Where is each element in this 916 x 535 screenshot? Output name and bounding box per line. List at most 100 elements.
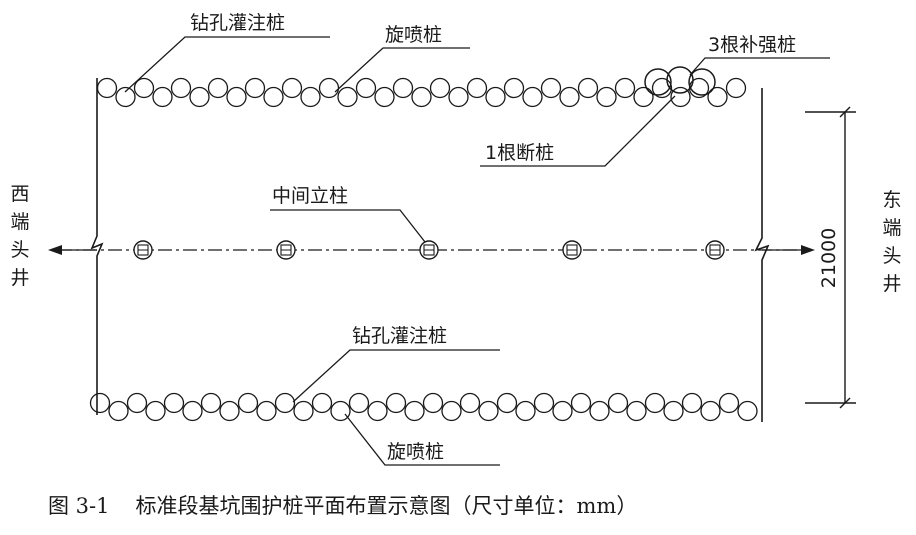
reinforce-pile-group: [644, 66, 716, 96]
leader-reinforce-piles: [689, 57, 830, 76]
dimension-value: 21000: [818, 228, 840, 288]
bored-pile: [311, 392, 333, 414]
jet-pile: [367, 400, 388, 422]
jet-pile: [337, 86, 358, 108]
bored-pile: [466, 77, 488, 99]
label-east-well: 东端头井: [882, 189, 901, 295]
bored-pile: [170, 77, 192, 99]
jet-pile: [737, 400, 758, 422]
bored-pile: [96, 77, 118, 99]
bored-pile: [681, 392, 703, 414]
west-wall-line: [90, 78, 104, 415]
bored-pile: [429, 77, 451, 99]
middle-column: [276, 240, 296, 260]
dimension-tick-top: [839, 106, 851, 118]
label-jet-pile-bottom: 旋喷桩: [387, 441, 444, 463]
jet-pile: [596, 86, 617, 108]
bored-pile: [126, 392, 148, 414]
bored-pile: [392, 77, 414, 99]
jet-pile: [522, 86, 543, 108]
leader-broken-pile: [480, 95, 676, 167]
bored-pile: [318, 77, 340, 99]
jet-pile: [478, 400, 499, 422]
bored-pile: [607, 392, 629, 414]
bored-pile: [281, 77, 303, 99]
bored-pile: [244, 77, 266, 99]
reinforce-pile: [644, 68, 672, 96]
bored-pile: [163, 392, 185, 414]
jet-pile: [441, 400, 462, 422]
top-pile-row: [96, 77, 747, 108]
reinforce-pile: [688, 68, 716, 96]
bored-pile: [200, 392, 222, 414]
label-reinforce-piles: 3根补强桩: [708, 34, 796, 56]
middle-column: [133, 240, 153, 260]
jet-pile: [145, 400, 166, 422]
label-bored-pile-top: 钻孔灌注桩: [190, 12, 285, 34]
bored-pile: [503, 77, 525, 99]
jet-pile: [189, 86, 210, 108]
middle-column: [705, 240, 725, 260]
middle-column: [419, 240, 439, 260]
jet-pile: [115, 86, 136, 108]
jet-pile: [707, 86, 728, 108]
jet-pile: [411, 86, 432, 108]
jet-pile: [108, 400, 129, 422]
leader-bored-pile-top: [124, 36, 330, 93]
bored-pile: [274, 392, 296, 414]
bored-pile: [577, 77, 599, 99]
label-middle-column: 中间立柱: [272, 185, 348, 207]
jet-pile: [485, 86, 506, 108]
leader-middle-column: [270, 209, 426, 243]
bored-pile: [533, 392, 555, 414]
jet-pile: [670, 86, 691, 108]
pile-layout-diagram: 21000 钻孔灌注桩 旋喷桩 3根补强桩 1根断桩 中间立柱 钻孔灌注桩 旋喷…: [10, 12, 902, 466]
bored-pile: [496, 392, 518, 414]
bored-pile: [614, 77, 636, 99]
bored-pile: [725, 77, 747, 99]
reinforce-pile: [666, 66, 694, 94]
bored-pile: [644, 392, 666, 414]
jet-pile: [589, 400, 610, 422]
jet-pile: [700, 400, 721, 422]
jet-pile: [559, 86, 580, 108]
bored-pile: [89, 392, 111, 414]
bored-pile: [651, 77, 673, 99]
bored-pile: [540, 77, 562, 99]
jet-pile: [663, 400, 684, 422]
dimension-tick-bottom: [839, 397, 851, 409]
bored-pile: [133, 77, 155, 99]
bored-pile: [348, 392, 370, 414]
label-west-well: 西端头井: [10, 183, 29, 289]
jet-pile: [330, 400, 351, 422]
jet-pile: [263, 86, 284, 108]
leader-bored-pile-bottom: [292, 349, 500, 403]
label-jet-pile-top: 旋喷桩: [385, 24, 442, 46]
west-arrowhead: [48, 245, 62, 255]
jet-pile: [219, 400, 240, 422]
bored-pile: [459, 392, 481, 414]
jet-pile: [515, 400, 536, 422]
middle-column-group: [133, 240, 725, 260]
east-arrowhead: [801, 245, 815, 255]
middle-column: [562, 240, 582, 260]
jet-pile: [256, 400, 277, 422]
bored-pile: [207, 77, 229, 99]
bottom-pile-row: [89, 392, 758, 422]
jet-pile: [300, 86, 321, 108]
jet-pile: [152, 86, 173, 108]
label-bored-pile-bottom: 钻孔灌注桩: [352, 325, 447, 347]
figure-caption: 图 3-1 标准段基坑围护桩平面布置示意图（尺寸单位：mm）: [48, 490, 908, 524]
bored-pile: [237, 392, 259, 414]
label-broken-pile: 1根断桩: [485, 142, 554, 164]
bored-pile: [718, 392, 740, 414]
caption-number: 图 3-1: [48, 494, 110, 518]
bored-pile: [422, 392, 444, 414]
leader-jet-pile-top: [334, 47, 470, 93]
caption-title: 标准段基坑围护桩平面布置示意图（尺寸单位：mm）: [135, 494, 638, 518]
bored-pile: [570, 392, 592, 414]
bored-pile: [355, 77, 377, 99]
jet-pile: [633, 86, 654, 108]
jet-pile: [226, 86, 247, 108]
